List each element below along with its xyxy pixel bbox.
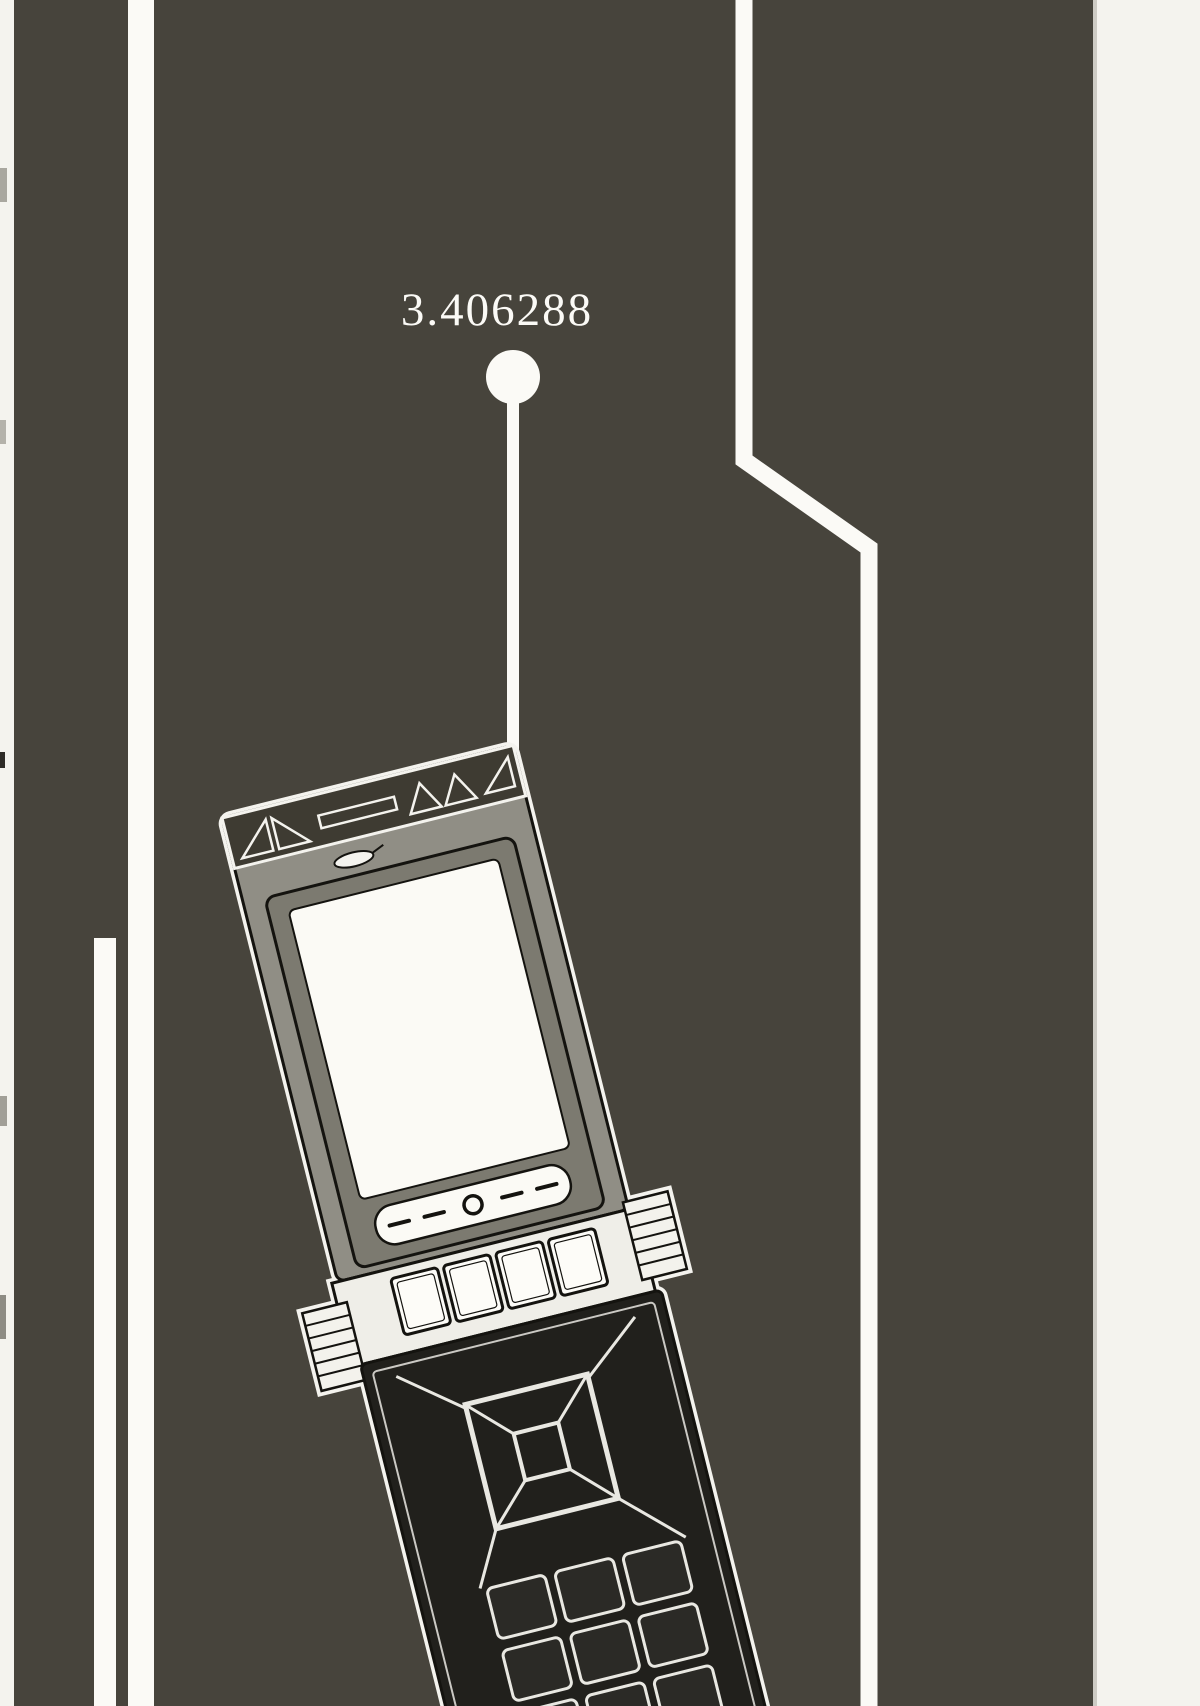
band-triangle — [269, 815, 314, 851]
hinge-key — [442, 1253, 505, 1323]
rib-right-lines — [625, 1202, 684, 1267]
hinge-key-inner — [501, 1247, 550, 1303]
band-triangle — [239, 816, 275, 861]
dpad-diagonal — [569, 1467, 620, 1500]
squiggle-tail — [372, 843, 384, 854]
dpad-outer-square — [462, 1371, 622, 1532]
frame-line — [395, 1375, 467, 1410]
scan-artifact — [0, 168, 7, 202]
rib-left-lines — [305, 1313, 363, 1378]
marker-stem-line — [507, 372, 519, 842]
band-bar — [316, 795, 399, 830]
logo-squiggle — [333, 843, 384, 869]
dpad-diagonal — [556, 1373, 589, 1424]
lower-body-inner-outline — [372, 1301, 766, 1706]
frame-line — [587, 1316, 637, 1379]
flip-phone — [218, 742, 782, 1706]
phone-lower-body — [360, 1289, 778, 1706]
dpad — [462, 1371, 622, 1532]
rib-line — [317, 1364, 363, 1378]
keypad-grid — [486, 1540, 725, 1706]
paper-edge-shadow — [1093, 0, 1097, 1706]
scan-artifact — [0, 752, 5, 768]
left-paper-edge — [0, 0, 14, 1706]
keypad-key — [501, 1636, 573, 1702]
hinge-key-inner — [449, 1260, 498, 1317]
nav-bar — [373, 1163, 573, 1246]
dpad-inner-square — [511, 1420, 573, 1483]
keypad-key — [621, 1540, 694, 1606]
frame-line — [617, 1497, 687, 1539]
nav-center-ring — [462, 1194, 484, 1216]
rib-line — [314, 1351, 360, 1365]
hinge-rib-left — [300, 1300, 368, 1393]
hinge-keys — [389, 1227, 609, 1336]
circuit-line-right-bent — [735, 0, 878, 1706]
circuit-line-left-outer — [128, 0, 154, 1706]
nav-dash — [500, 1190, 524, 1200]
hinge-key — [547, 1227, 609, 1297]
circuit-traces — [94, 0, 878, 1706]
rib-line — [632, 1228, 678, 1242]
dpad-diagonal — [494, 1479, 527, 1530]
hinge-key-inner — [396, 1273, 446, 1330]
keypad-key — [652, 1664, 725, 1706]
rib-line — [308, 1326, 354, 1340]
rib-line — [305, 1313, 351, 1327]
phone-top-band — [220, 743, 528, 871]
panel-frame-lines — [395, 1316, 687, 1589]
scan-artifact — [0, 1295, 6, 1339]
dpad-diagonal — [464, 1403, 515, 1436]
top-band-decorations — [239, 753, 517, 861]
right-paper-margin — [1093, 0, 1200, 1706]
hinge-rib-right — [621, 1189, 689, 1282]
rib-line — [628, 1215, 675, 1229]
squiggle-oval — [333, 849, 375, 869]
hinge-key — [494, 1240, 557, 1310]
band-triangle — [483, 753, 517, 796]
rib-line — [635, 1240, 681, 1254]
marker-dot — [486, 350, 540, 404]
keypad-key — [554, 1557, 626, 1623]
keypad-key — [486, 1574, 558, 1640]
nav-dash — [387, 1218, 411, 1228]
frame-line — [478, 1528, 498, 1589]
keypad-key — [637, 1602, 709, 1668]
marker-label: 3.406288 — [401, 284, 593, 336]
band-triangle — [408, 780, 445, 816]
dpad-diagonals — [464, 1373, 620, 1530]
circuit-line-left-inner — [94, 938, 116, 1706]
band-triangle — [443, 772, 480, 808]
hinge-key — [389, 1266, 452, 1336]
marker: 3.406288 — [401, 284, 593, 842]
scan-artifact — [0, 1096, 7, 1126]
hinge-key-inner — [553, 1234, 603, 1290]
top-band-base — [220, 743, 528, 871]
right-paper-strip — [1093, 0, 1200, 1706]
left-paper-strip — [0, 0, 14, 1706]
nav-dash — [535, 1181, 559, 1191]
scan-artifact — [0, 420, 6, 444]
keypad-key — [585, 1681, 657, 1706]
keypad-key — [569, 1619, 641, 1685]
nav-bar-marks — [387, 1181, 559, 1228]
phone-screen — [288, 858, 570, 1200]
nav-dash — [422, 1210, 446, 1219]
rib-line — [625, 1202, 671, 1217]
hinge-band — [329, 1205, 658, 1369]
rib-line — [311, 1339, 357, 1353]
rib-line — [638, 1253, 684, 1267]
